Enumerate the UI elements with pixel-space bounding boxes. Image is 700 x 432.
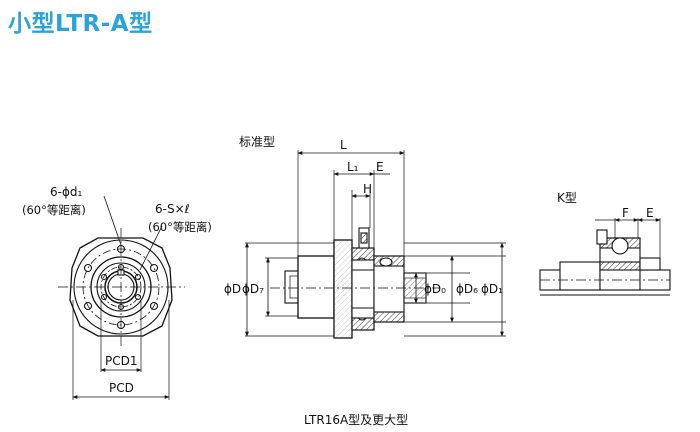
pcd-label: PCD bbox=[109, 381, 134, 395]
screw-hole bbox=[134, 273, 142, 281]
dim-phiD7: ϕD₇ bbox=[242, 282, 264, 296]
k-view bbox=[539, 218, 671, 296]
hole-note-line1: 6-ϕd₁ bbox=[50, 185, 82, 199]
mount-hole bbox=[149, 263, 159, 273]
screw-note-line2: (60°等距离) bbox=[148, 220, 212, 234]
dim-phiD: ϕD bbox=[224, 282, 241, 296]
front-view bbox=[58, 195, 185, 400]
mount-hole bbox=[83, 301, 93, 311]
dim-L1: L₁ bbox=[347, 160, 359, 174]
pcd1-label: PCD1 bbox=[105, 354, 138, 368]
mount-hole bbox=[83, 263, 93, 273]
dim-F: F bbox=[622, 206, 629, 220]
screw-hole bbox=[100, 273, 108, 281]
dim-phiD6: ϕD₆ bbox=[456, 282, 478, 296]
hub-body bbox=[297, 255, 335, 319]
k-type-label: K型 bbox=[557, 191, 577, 205]
screw-hole bbox=[134, 293, 142, 301]
flange-outline bbox=[69, 237, 173, 337]
dim-E: E bbox=[376, 160, 384, 174]
dim-L: L bbox=[340, 138, 347, 152]
caption: LTR16A型及更大型 bbox=[304, 413, 408, 427]
dim-phiD1: ϕD₁ bbox=[481, 282, 503, 296]
dim-phiD0: ϕD₀ bbox=[424, 282, 446, 296]
hole-note-line2: (60°等距离) bbox=[22, 203, 86, 217]
sleeve bbox=[351, 259, 375, 319]
screw-note-line1: 6-S×ℓ bbox=[155, 202, 190, 216]
dim-E-k: E bbox=[646, 206, 654, 220]
screw-hole bbox=[100, 293, 108, 301]
dim-H: H bbox=[363, 182, 372, 196]
standard-type-label: 标准型 bbox=[239, 135, 275, 149]
page-title: 小型LTR-A型 bbox=[8, 11, 153, 37]
mount-hole bbox=[149, 301, 159, 311]
side-view bbox=[245, 150, 506, 339]
